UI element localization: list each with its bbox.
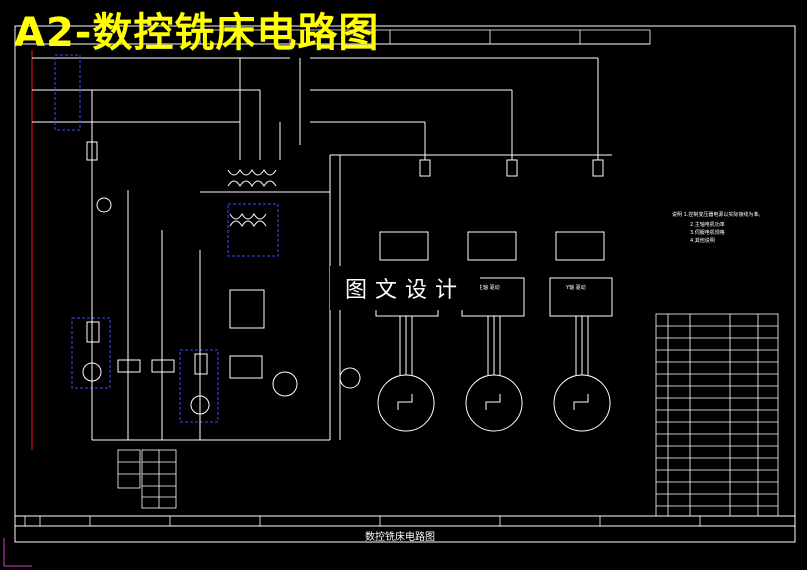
- overlay-title: A2-数控铣床电路图: [14, 10, 380, 56]
- breaker-box: [54, 54, 279, 423]
- watermark: 图文设计: [330, 266, 480, 310]
- control-circuit: [82, 90, 330, 441]
- header-grid: [199, 29, 651, 44]
- corner-arrow-icon: [3, 538, 32, 567]
- drawing-title: 数控铣床电路图: [365, 532, 435, 543]
- transformers: [227, 169, 361, 397]
- drive-labels: 主轴 驱动 Y轴 驱动: [478, 284, 586, 291]
- note-line: 说明 1.控制变压器电源以实际接线为准。: [672, 211, 763, 218]
- note-line: 4.其他说明: [690, 237, 715, 244]
- drive-label-right: Y轴 驱动: [565, 284, 586, 291]
- drive-label-center: 主轴 驱动: [478, 284, 500, 291]
- supply-lines: [32, 57, 599, 193]
- servo-drives: [329, 154, 613, 440]
- parts-table: [655, 313, 779, 517]
- note-line: 2.主轴电机功率: [690, 221, 725, 228]
- notes: 说明 1.控制变压器电源以实际接线为准。 2.主轴电机功率 3.伺服电机规格 4…: [672, 211, 763, 244]
- terminal-blocks: [117, 449, 177, 509]
- note-line: 3.伺服电机规格: [690, 229, 725, 236]
- title-block: [24, 516, 701, 526]
